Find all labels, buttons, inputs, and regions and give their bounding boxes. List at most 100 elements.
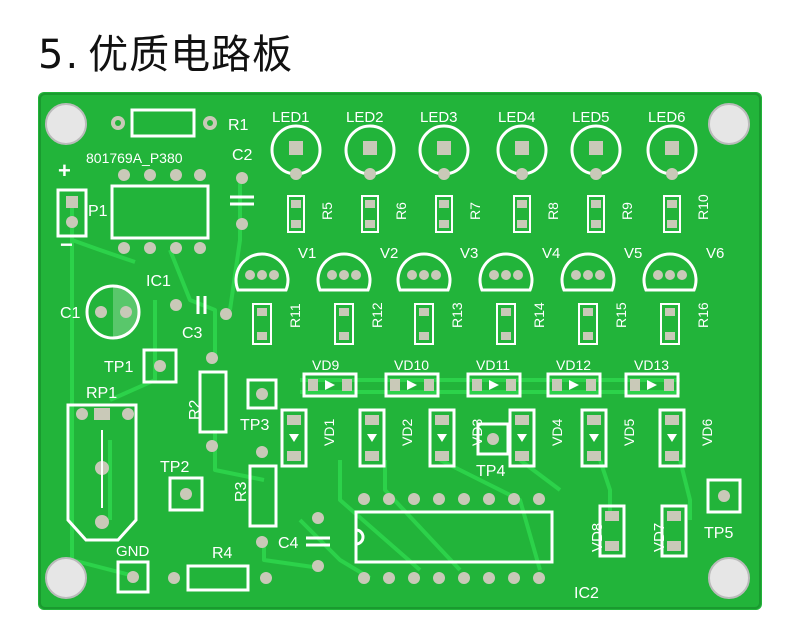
pcb-body xyxy=(38,92,762,610)
label-r14: R14 xyxy=(531,302,547,328)
ic2-outline xyxy=(354,510,554,564)
rp1-outline xyxy=(66,403,138,542)
label-led-5: LED5 xyxy=(572,109,610,126)
diode-vd2: VD2 xyxy=(358,408,415,468)
board-id: KS-56-11 xyxy=(768,336,783,390)
heading-title: 优质电路板 xyxy=(88,32,294,78)
diode-vd10: VD10 xyxy=(384,357,440,398)
diode-vd4: VD4 xyxy=(508,408,565,468)
label-r3: R3 xyxy=(233,481,250,502)
tp4-outline xyxy=(476,422,510,456)
label-tp4: TP4 xyxy=(476,463,505,480)
label-vd10: VD10 xyxy=(394,357,429,373)
svg-text:VD8: VD8 xyxy=(589,523,606,552)
label-vd12: VD12 xyxy=(556,357,591,373)
transistor-v5: V5 xyxy=(560,245,642,292)
transistor-v1: V1 xyxy=(234,245,316,292)
tp1-outline xyxy=(142,348,178,384)
label-vd2: VD2 xyxy=(399,419,415,446)
diode-vd3: VD3 xyxy=(428,408,485,468)
r2-outline xyxy=(198,370,228,434)
led-3: LED3 xyxy=(418,109,470,180)
led-group: LED1 LED2 LED3 LED4 LED5 LED6 xyxy=(270,109,698,180)
tp3-outline xyxy=(246,378,278,410)
vd8-diode: VD8 xyxy=(589,504,626,558)
label-vd13: VD13 xyxy=(634,357,669,373)
label-vd3: VD3 xyxy=(469,419,485,446)
label-tp3: TP3 xyxy=(240,417,269,434)
ic2-pin-top xyxy=(508,493,520,505)
label-ic1: IC1 xyxy=(146,273,171,290)
vd-row-group: VD9 VD10 VD11 VD12 VD13 xyxy=(302,357,680,398)
diode-vd11: VD11 xyxy=(466,357,522,398)
label-c1: C1 xyxy=(60,305,81,322)
ic2-pin-bottom xyxy=(358,572,370,584)
label-r6: R6 xyxy=(393,202,409,220)
resistor-r8: R8 xyxy=(513,195,561,233)
label-c3: C3 xyxy=(182,325,203,342)
led-1: LED1 xyxy=(270,109,322,180)
led-4: LED4 xyxy=(496,109,548,180)
label-r9: R9 xyxy=(619,202,635,220)
label-r13: R13 xyxy=(449,302,465,328)
led-6: LED6 xyxy=(646,109,698,180)
heading-separator: . xyxy=(65,32,79,78)
label-r7: R7 xyxy=(467,202,483,220)
tp5-outline xyxy=(706,478,742,514)
ic2-pin-top xyxy=(358,493,370,505)
label-r12: R12 xyxy=(369,302,385,328)
resistor-r12: R12 xyxy=(334,302,385,345)
c1-outline xyxy=(85,284,141,340)
label-vd1: VD1 xyxy=(321,419,337,446)
diode-vd13: VD13 xyxy=(624,357,680,398)
svg-text:VD7: VD7 xyxy=(651,523,668,552)
label-r5: R5 xyxy=(319,202,335,220)
r3-outline xyxy=(248,464,278,528)
label-led-6: LED6 xyxy=(648,109,686,126)
resistor-r6: R6 xyxy=(361,195,409,233)
diode-vd6: VD6 xyxy=(658,408,715,468)
ic2-pin-top xyxy=(433,493,445,505)
ic2-pin-top xyxy=(533,493,545,505)
ic2-pin-bottom xyxy=(533,572,545,584)
ic2-pin-bottom xyxy=(508,572,520,584)
led-2: LED2 xyxy=(344,109,396,180)
ic2-pin-top xyxy=(458,493,470,505)
label-vd11: VD11 xyxy=(476,357,510,373)
label-rp1: RP1 xyxy=(86,385,117,402)
label-v5: V5 xyxy=(624,245,642,262)
resistor-r9: R9 xyxy=(587,195,635,233)
ic2-pin-top xyxy=(408,493,420,505)
resistor-r13: R13 xyxy=(414,302,465,345)
ic2-pin-bottom xyxy=(408,572,420,584)
label-ic2: IC2 xyxy=(574,585,599,602)
ic2-pin-top xyxy=(383,493,395,505)
label-led-3: LED3 xyxy=(420,109,458,126)
led-5: LED5 xyxy=(570,109,622,180)
label-r8: R8 xyxy=(545,202,561,220)
label-plus: + xyxy=(58,158,71,183)
label-led-4: LED4 xyxy=(498,109,536,126)
label-led-1: LED1 xyxy=(272,109,310,126)
resistor-r15: R15 xyxy=(578,302,629,345)
label-gnd: GND xyxy=(116,543,150,560)
label-tp1: TP1 xyxy=(104,359,133,376)
label-vd9: VD9 xyxy=(312,357,339,373)
ic2-pin-bottom xyxy=(458,572,470,584)
ic1-outline xyxy=(110,184,210,240)
label-tp5: TP5 xyxy=(704,525,733,542)
label-r10: R10 xyxy=(695,194,711,220)
vd7-diode: VD7 xyxy=(651,504,688,558)
ic2-pin-bottom xyxy=(483,572,495,584)
ic2-pin-top xyxy=(483,493,495,505)
resistor-r11: R11 xyxy=(252,303,303,345)
ic2-pin-bottom xyxy=(433,572,445,584)
transistor-v2: V2 xyxy=(316,245,398,292)
resistor-r14: R14 xyxy=(496,302,547,345)
r-top-group: R5 R6 R7 R8 R9 R10 xyxy=(287,194,711,233)
ic2-pin-bottom xyxy=(383,572,395,584)
r1-outline xyxy=(130,108,196,138)
